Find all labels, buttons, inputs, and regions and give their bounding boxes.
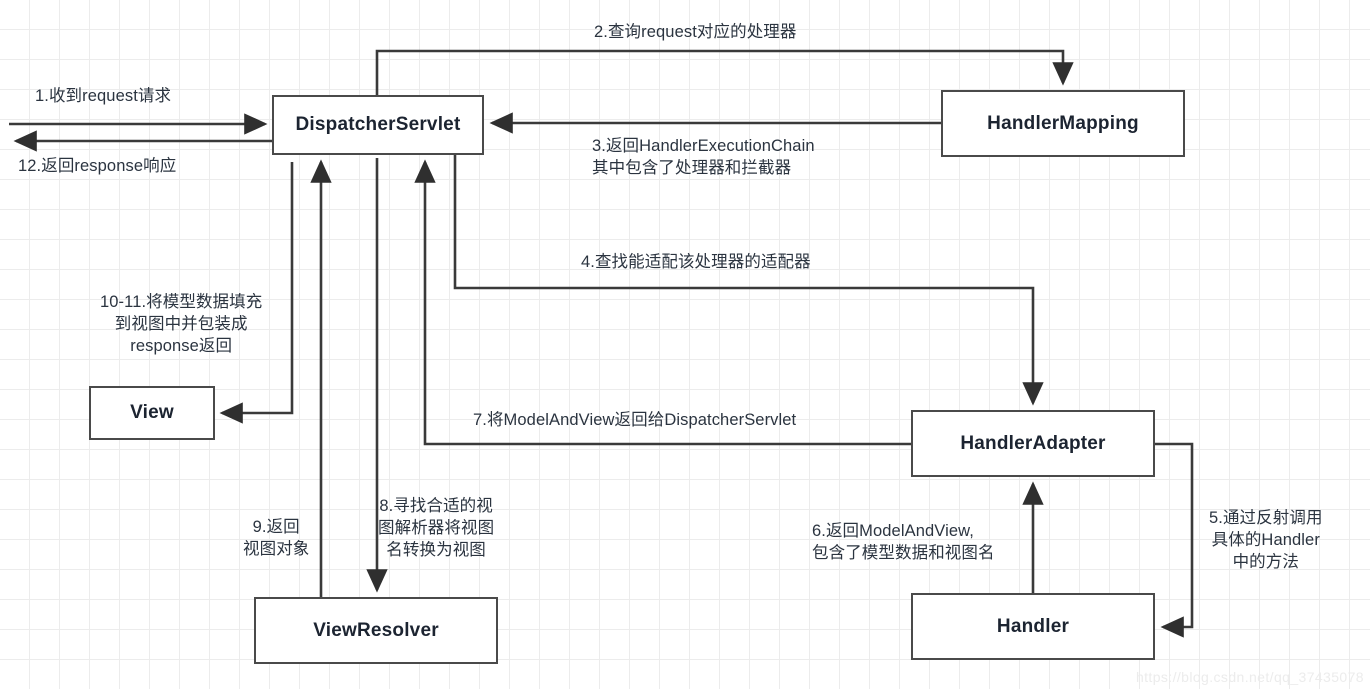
node-label: HandlerAdapter xyxy=(960,432,1106,454)
node-label: View xyxy=(130,402,174,423)
edge-label-step-3: 3.返回HandlerExecutionChain 其中包含了处理器和拦截器 xyxy=(592,137,815,177)
edge-step-5-line xyxy=(1155,442,1194,638)
edge-label-step-9: 9.返回 视图对象 xyxy=(243,518,310,558)
node-label: ViewResolver xyxy=(313,619,439,641)
edge-label-step-6: 6.返回ModelAndView, 包含了模型数据和视图名 xyxy=(812,522,995,562)
edge-label-step-7: 7.将ModelAndView返回给DispatcherServlet xyxy=(473,411,797,429)
edge-step-7-line xyxy=(414,159,911,446)
edge-label-step-8: 8.寻找合适的视 图解析器将视图 名转换为视图 xyxy=(378,497,495,559)
node-label: DispatcherServlet xyxy=(295,114,461,135)
edge-label-step-4: 4.查找能适配该处理器的适配器 xyxy=(581,253,811,271)
watermark-text: https://blog.csdn.net/qq_37435078 xyxy=(1135,669,1364,685)
edge-step-2-line xyxy=(375,49,1074,95)
edge-label-step-1: 1.收到request请求 xyxy=(35,87,172,105)
node-view[interactable]: View xyxy=(89,386,215,440)
node-dispatcher-servlet[interactable]: DispatcherServlet xyxy=(272,95,484,155)
edge-label-step-2: 2.查询request对应的处理器 xyxy=(594,23,797,41)
edge-step-4-line xyxy=(453,155,1044,406)
node-handler-adapter[interactable]: HandlerAdapter xyxy=(911,410,1155,477)
node-handler-mapping[interactable]: HandlerMapping xyxy=(941,90,1185,157)
node-label: Handler xyxy=(996,615,1070,637)
node-view-resolver[interactable]: ViewResolver xyxy=(254,597,498,664)
edge-label-step-10-11: 10-11.将模型数据填充 到视图中并包装成 response返回 xyxy=(100,293,263,355)
edge-label-step-12: 12.返回response响应 xyxy=(18,157,177,175)
edge-step-10-11-line xyxy=(219,162,294,424)
node-handler[interactable]: Handler xyxy=(911,593,1155,660)
edge-label-step-5: 5.通过反射调用 具体的Handler 中的方法 xyxy=(1209,509,1323,571)
node-label: HandlerMapping xyxy=(987,112,1139,134)
